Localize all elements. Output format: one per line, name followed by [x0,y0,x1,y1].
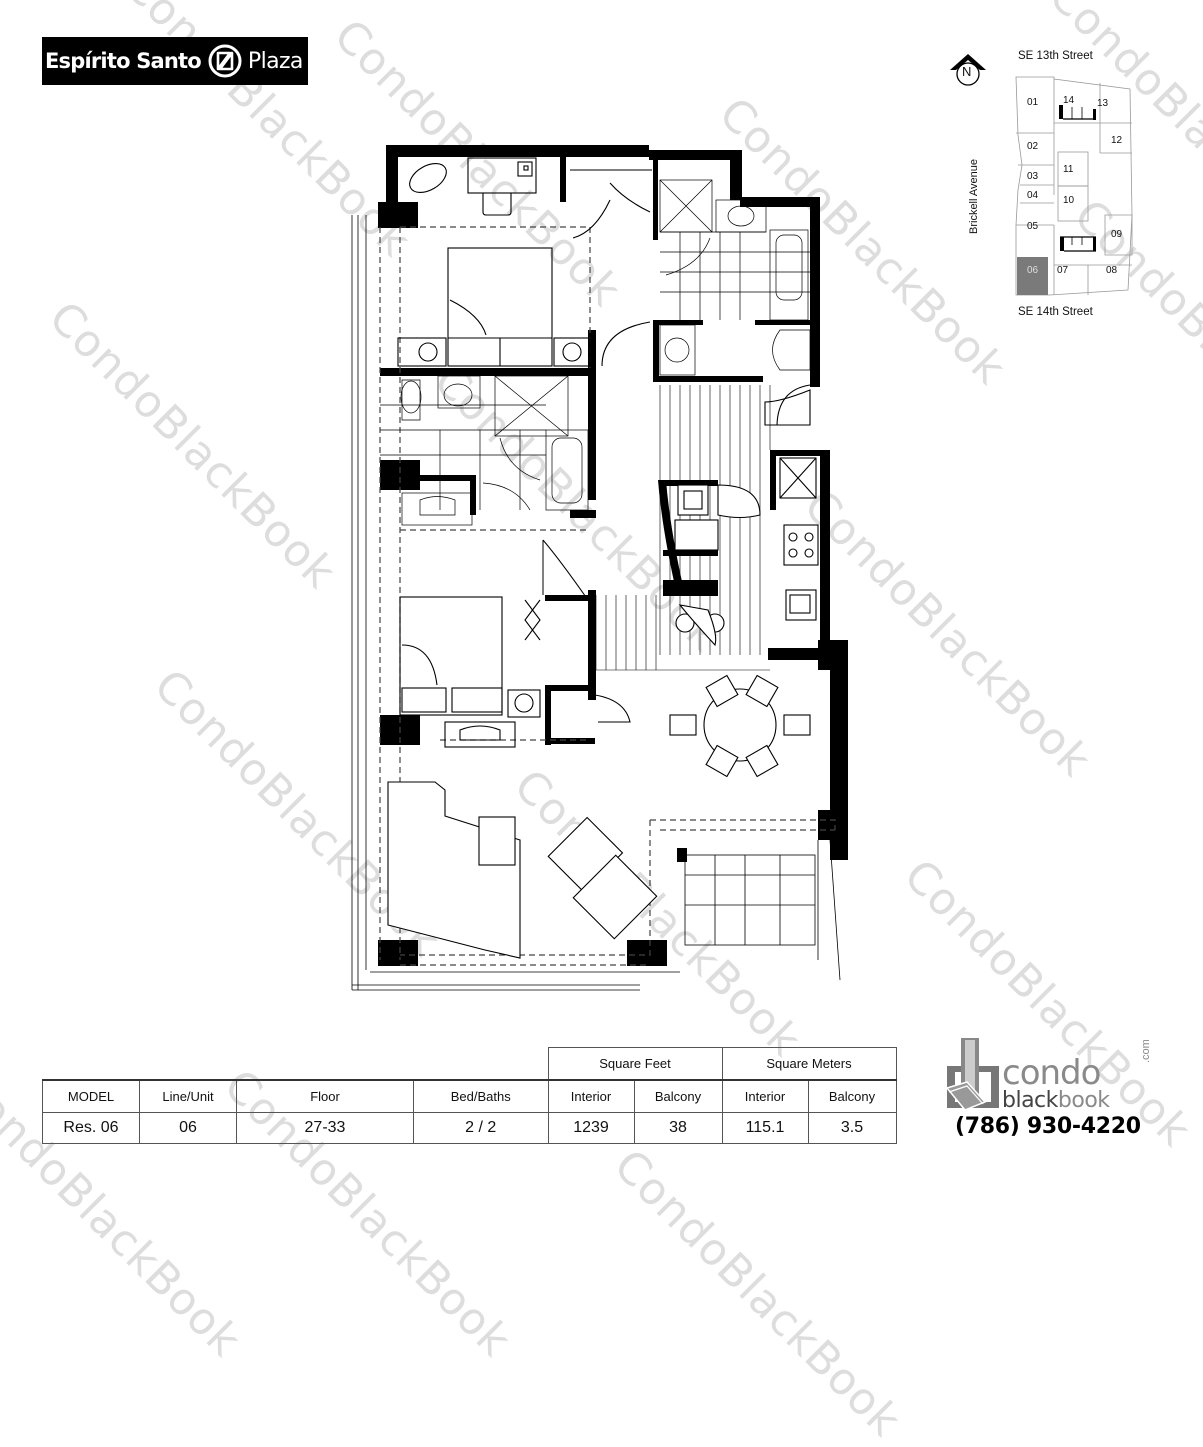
cell-floor: 27-33 [236,1112,414,1144]
cell-line-unit: 06 [139,1112,237,1144]
keyplan-unit-14: 14 [1063,95,1075,106]
keyplan-unit-11: 11 [1063,164,1074,175]
group-header-square-meters: Square Meters [721,1047,897,1081]
street-top-label: SE 13th Street [1018,50,1093,62]
watermark: CondoBlackBook [38,292,346,599]
cell-sqft-balcony: 38 [633,1112,723,1144]
north-label: N [962,64,972,79]
floor-plan [351,145,848,991]
highlighted-unit [1017,257,1048,295]
col-header-sqm-interior: Interior [721,1079,809,1113]
building-logo: Espírito Santo Plaza [42,37,308,85]
cell-sqm-balcony: 3.5 [807,1112,897,1144]
keyplan-unit-08: 08 [1106,265,1118,276]
phone-number: (786) 930-4220 [955,1114,1141,1139]
logo-com-text: .com [1140,1039,1152,1063]
avenue-label: Brickell Avenue [968,158,980,234]
keyplan-unit-10: 10 [1063,195,1075,206]
book-building-icon [945,1038,999,1111]
keyplan-unit-03: 03 [1027,171,1039,182]
cell-bed-baths: 2 / 2 [413,1112,549,1144]
unit-spec-table: Square Feet Square Meters MODEL Line/Uni… [42,1047,897,1144]
logo-condo-text: condo [1002,1053,1101,1093]
table-row: Res. 06 06 27-33 2 / 2 1239 38 115.1 3.5 [42,1112,897,1144]
logo-blackbook-text: blackbook [1002,1090,1110,1112]
keyplan-unit-13: 13 [1097,98,1109,109]
col-header-model: MODEL [42,1079,140,1113]
key-plan-map [1015,76,1133,296]
north-arrow-icon [950,54,986,86]
cell-model: Res. 06 [42,1112,140,1144]
cell-sqft-interior: 1239 [547,1112,635,1144]
col-header-bed-baths: Bed/Baths [413,1079,549,1113]
col-header-sqft-interior: Interior [547,1079,635,1113]
keyplan-unit-06: 06 [1027,265,1039,276]
logo-black-text: black [1002,1088,1058,1113]
keyplan-unit-09: 09 [1111,229,1123,240]
keyplan-unit-07: 07 [1057,265,1069,276]
es-circle-emblem-icon [208,44,242,78]
keyplan-unit-05: 05 [1027,221,1039,232]
col-header-sqm-balcony: Balcony [807,1079,897,1113]
brand-suffix: Plaza [247,48,303,74]
logo-book-text: book [1057,1088,1110,1113]
street-bottom-label: SE 14th Street [1018,306,1093,318]
brand-name: Espírito Santo [45,49,202,73]
keyplan-unit-12: 12 [1111,135,1123,146]
keyplan-unit-01: 01 [1027,97,1039,108]
watermark: CondoBlackBook [603,1140,911,1447]
keyplan-unit-02: 02 [1027,141,1039,152]
col-header-floor: Floor [236,1079,414,1113]
col-header-sqft-balcony: Balcony [633,1079,723,1113]
group-header-square-feet: Square Feet [547,1047,723,1081]
col-header-line-unit: Line/Unit [139,1079,237,1113]
keyplan-unit-04: 04 [1027,190,1039,201]
cell-sqm-interior: 115.1 [721,1112,809,1144]
